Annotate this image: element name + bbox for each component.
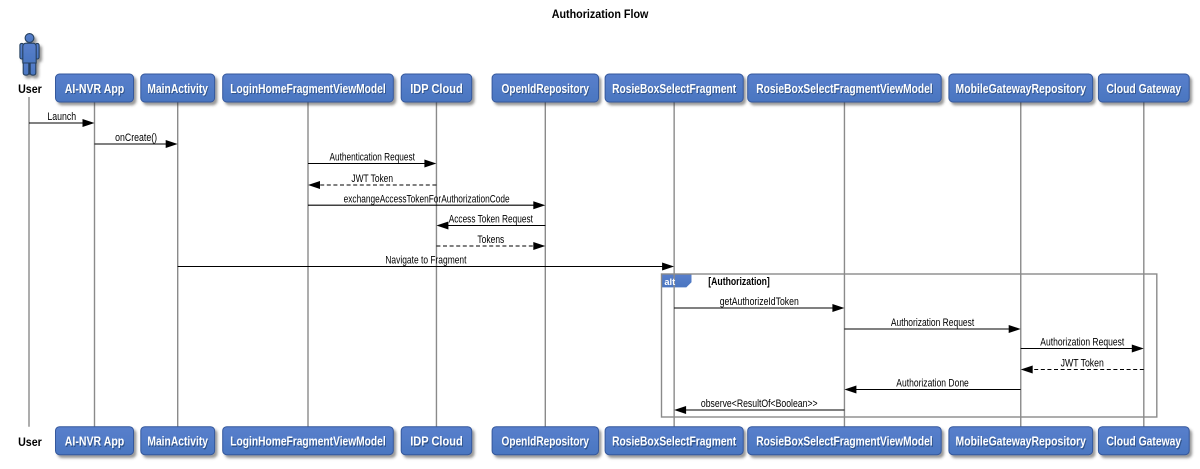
svg-text:MainActivity: MainActivity bbox=[147, 81, 208, 96]
svg-text:Authorization Done: Authorization Done bbox=[896, 378, 969, 390]
svg-text:JWT Token: JWT Token bbox=[351, 173, 393, 185]
svg-text:onCreate(): onCreate() bbox=[115, 132, 157, 144]
svg-text:Authorization Request: Authorization Request bbox=[1040, 337, 1124, 349]
svg-text:RosieBoxSelectFragment: RosieBoxSelectFragment bbox=[612, 81, 737, 96]
svg-text:AI-NVR App: AI-NVR App bbox=[66, 82, 126, 97]
svg-text:Tokens: Tokens bbox=[477, 234, 504, 246]
svg-text:RosieBoxSelectFragmentViewMode: RosieBoxSelectFragmentViewModel bbox=[757, 435, 933, 450]
svg-text:IDP Cloud: IDP Cloud bbox=[411, 82, 464, 97]
svg-text:MobileGatewayRepository: MobileGatewayRepository bbox=[956, 81, 1087, 96]
svg-text:Cloud Gateway: Cloud Gateway bbox=[1107, 435, 1182, 450]
svg-text:exchangeAccessTokenForAuthoriz: exchangeAccessTokenForAuthorizationCode bbox=[344, 193, 510, 205]
svg-text:User: User bbox=[18, 435, 42, 449]
svg-text:LoginHomeFragmentViewModel: LoginHomeFragmentViewModel bbox=[231, 435, 386, 450]
svg-text:OpenIdRepository: OpenIdRepository bbox=[502, 435, 590, 450]
svg-text:LoginHomeFragmentViewModel: LoginHomeFragmentViewModel bbox=[230, 81, 385, 96]
svg-text:Navigate to Fragment: Navigate to Fragment bbox=[385, 255, 466, 267]
svg-text:RosieBoxSelectFragmentViewMode: RosieBoxSelectFragmentViewModel bbox=[756, 434, 932, 449]
svg-text:alt: alt bbox=[664, 277, 676, 288]
svg-text:Cloud Gateway: Cloud Gateway bbox=[1107, 82, 1182, 97]
svg-text:MobileGatewayRepository: MobileGatewayRepository bbox=[956, 435, 1087, 450]
svg-text:Authorization Flow: Authorization Flow bbox=[552, 9, 649, 21]
svg-text:Launch: Launch bbox=[47, 111, 76, 123]
svg-text:OpenIdRepository: OpenIdRepository bbox=[502, 434, 590, 449]
svg-text:Cloud Gateway: Cloud Gateway bbox=[1106, 81, 1181, 96]
svg-text:IDP Cloud: IDP Cloud bbox=[410, 81, 463, 96]
svg-text:IDP Cloud: IDP Cloud bbox=[410, 434, 463, 449]
svg-text:OpenIdRepository: OpenIdRepository bbox=[502, 81, 590, 96]
svg-text:[Authorization]: [Authorization] bbox=[708, 276, 770, 288]
svg-text:MobileGatewayRepository: MobileGatewayRepository bbox=[956, 434, 1087, 449]
svg-text:MainActivity: MainActivity bbox=[148, 82, 209, 97]
svg-text:AI-NVR App: AI-NVR App bbox=[65, 81, 125, 96]
svg-text:RosieBoxSelectFragmentViewMode: RosieBoxSelectFragmentViewModel bbox=[756, 81, 932, 96]
svg-text:MainActivity: MainActivity bbox=[148, 435, 209, 450]
svg-text:IDP Cloud: IDP Cloud bbox=[411, 435, 464, 450]
svg-text:Authentication Request: Authentication Request bbox=[330, 152, 415, 164]
svg-text:JWT Token: JWT Token bbox=[1061, 358, 1104, 370]
svg-text:Access Token Request: Access Token Request bbox=[449, 214, 533, 226]
svg-text:User: User bbox=[18, 82, 42, 96]
svg-text:getAuthorizeIdToken: getAuthorizeIdToken bbox=[720, 296, 799, 308]
svg-text:LoginHomeFragmentViewModel: LoginHomeFragmentViewModel bbox=[231, 82, 386, 97]
svg-text:MainActivity: MainActivity bbox=[147, 434, 208, 449]
svg-text:observe<ResultOf<Boolean>>: observe<ResultOf<Boolean>> bbox=[701, 398, 818, 410]
svg-text:AI-NVR App: AI-NVR App bbox=[66, 435, 126, 450]
svg-text:Cloud Gateway: Cloud Gateway bbox=[1106, 434, 1181, 449]
svg-text:OpenIdRepository: OpenIdRepository bbox=[502, 82, 590, 97]
svg-text:RosieBoxSelectFragment: RosieBoxSelectFragment bbox=[613, 435, 738, 450]
svg-text:LoginHomeFragmentViewModel: LoginHomeFragmentViewModel bbox=[230, 434, 385, 449]
svg-text:RosieBoxSelectFragment: RosieBoxSelectFragment bbox=[613, 82, 738, 97]
svg-text:Authorization Request: Authorization Request bbox=[891, 317, 974, 329]
svg-text:RosieBoxSelectFragment: RosieBoxSelectFragment bbox=[612, 434, 737, 449]
svg-text:AI-NVR App: AI-NVR App bbox=[65, 434, 125, 449]
svg-text:MobileGatewayRepository: MobileGatewayRepository bbox=[956, 82, 1087, 97]
svg-text:RosieBoxSelectFragmentViewMode: RosieBoxSelectFragmentViewModel bbox=[757, 82, 933, 97]
